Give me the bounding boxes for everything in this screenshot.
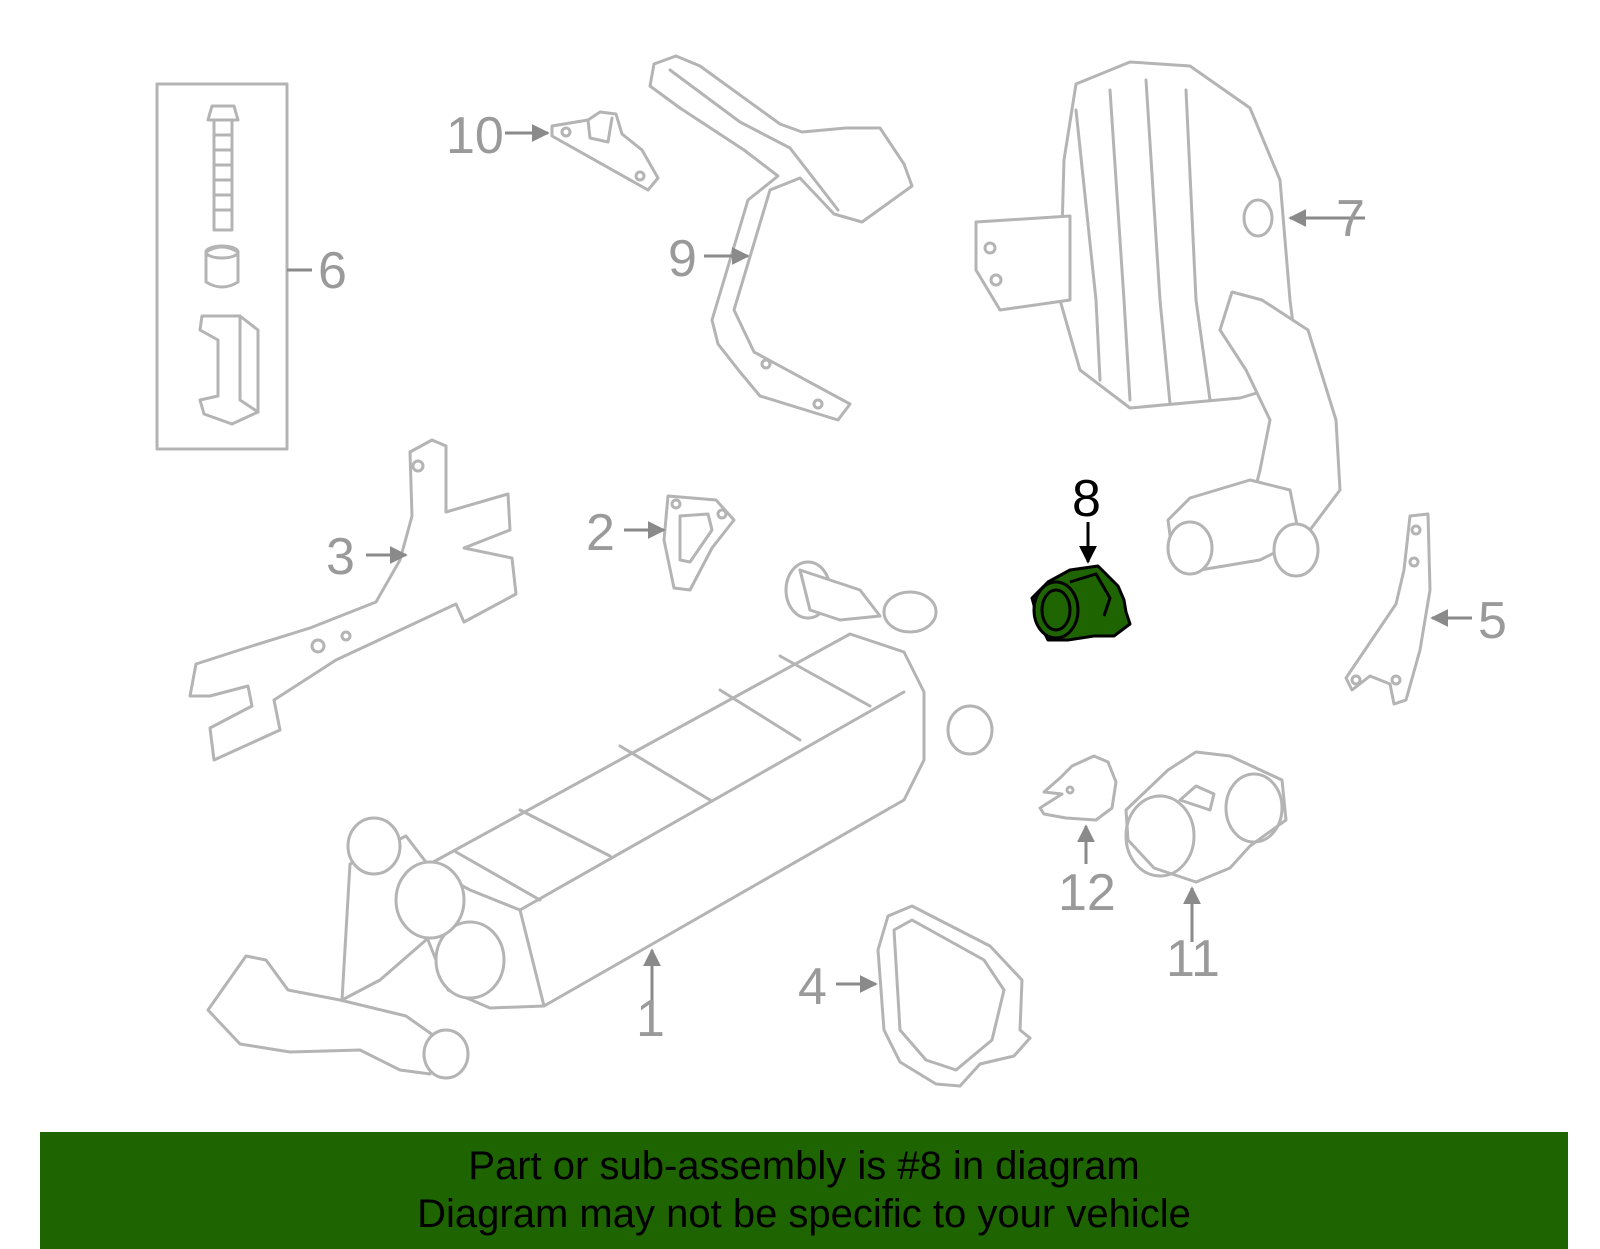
part-9-hanger-bracket[interactable] [648, 54, 914, 422]
callout-9[interactable]: 9 [668, 230, 697, 288]
banner-line-1: Part or sub-assembly is #8 in diagram [468, 1144, 1140, 1188]
callout-12[interactable]: 12 [1058, 864, 1116, 922]
part-8-highlighted-clamp[interactable] [1030, 522, 1132, 642]
callout-1[interactable]: 1 [636, 990, 665, 1048]
part-2-gasket[interactable] [624, 494, 736, 592]
callout-8[interactable]: 8 [1072, 470, 1101, 528]
callout-5[interactable]: 5 [1478, 592, 1507, 650]
callout-10[interactable]: 10 [446, 107, 504, 165]
part-12-clip[interactable] [1038, 754, 1118, 864]
part-3-bracket[interactable] [188, 438, 518, 762]
info-banner: Part or sub-assembly is #8 in diagram Di… [40, 1132, 1568, 1249]
callout-6[interactable]: 6 [318, 242, 347, 300]
part-7-rear-muffler[interactable] [974, 60, 1365, 578]
callout-2[interactable]: 2 [586, 504, 615, 562]
banner-line-2: Diagram may not be specific to your vehi… [417, 1192, 1191, 1236]
part-1-main-muffler[interactable] [206, 560, 994, 1080]
part-6-mounting-hardware[interactable] [155, 82, 312, 451]
callout-3[interactable]: 3 [326, 528, 355, 586]
part-11-clamp[interactable] [1124, 750, 1288, 942]
part-5-bracket[interactable] [1344, 512, 1472, 706]
callout-4[interactable]: 4 [798, 958, 827, 1016]
part-10-bracket[interactable] [505, 110, 660, 192]
callout-11[interactable]: 11 [1166, 930, 1220, 988]
part-4-heat-shield[interactable] [836, 904, 1032, 1088]
callout-7[interactable]: 7 [1336, 190, 1365, 248]
